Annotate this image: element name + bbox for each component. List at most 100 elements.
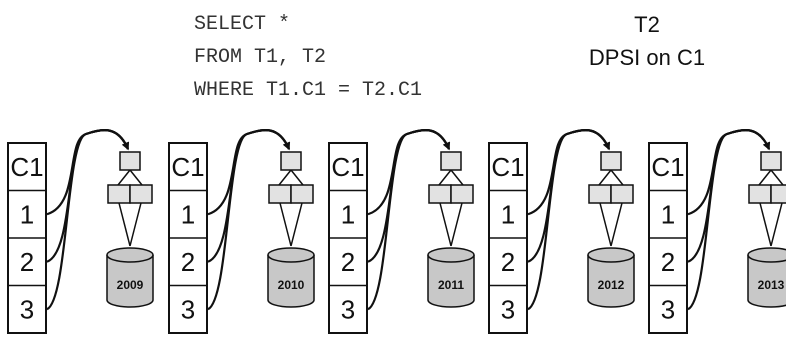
t1-row-value: 3 <box>20 294 34 324</box>
t1-table: C1 1 2 3 <box>328 142 368 334</box>
cylinder-top <box>587 247 635 263</box>
leaf-to-data-edge <box>770 202 783 247</box>
t1-table: C1 1 2 3 <box>168 142 208 334</box>
root-node <box>280 151 302 171</box>
t1-row-value: 2 <box>501 247 515 277</box>
leaf-to-data-edge <box>279 202 292 247</box>
t1-header-c1: C1 <box>10 152 43 182</box>
root-node <box>440 151 462 171</box>
t1-row-value: 1 <box>20 199 34 229</box>
cylinder-body <box>427 255 475 308</box>
partition-unit-2009: C1 1 2 3 2009 <box>7 128 154 334</box>
index-table-name: T2 <box>634 12 660 37</box>
t1-row-value: 2 <box>181 247 195 277</box>
leaf-node-left <box>588 184 612 204</box>
database-cylinder-icon: 2009 <box>106 247 154 308</box>
tree-edge <box>610 169 624 186</box>
cylinder-body <box>106 255 154 308</box>
t1-header-c1: C1 <box>171 152 204 182</box>
t1-header-c1: C1 <box>651 152 684 182</box>
b-tree-index-icon <box>588 151 634 247</box>
root-node <box>119 151 141 171</box>
partition-year-label: 2012 <box>598 278 625 292</box>
root-node <box>600 151 622 171</box>
partition-unit-2012: C1 1 2 3 2012 <box>488 128 635 334</box>
tree-edge <box>438 169 452 186</box>
probe-arrow <box>687 128 771 311</box>
partition-year-label: 2011 <box>438 278 464 292</box>
root-node <box>760 151 782 171</box>
leaf-to-data-edge <box>118 202 131 247</box>
b-tree-index-icon <box>268 151 314 247</box>
partition-unit-2010: C1 1 2 3 2010 <box>168 128 315 334</box>
t1-table: C1 1 2 3 <box>648 142 688 334</box>
t1-header-c1: C1 <box>331 152 364 182</box>
partition-year-label: 2013 <box>758 278 785 292</box>
partition-year-label: 2010 <box>278 278 305 292</box>
leaf-node-right <box>450 184 474 204</box>
database-cylinder-icon: 2012 <box>587 247 635 308</box>
probe-arrow <box>46 128 130 311</box>
cylinder-body <box>587 255 635 308</box>
probe-arrows <box>207 128 291 311</box>
leaf-to-data-edge <box>599 202 612 247</box>
t1-header-c1: C1 <box>491 152 524 182</box>
tree-edge <box>758 169 772 186</box>
tree-edge <box>278 169 292 186</box>
tree-edge <box>129 169 143 186</box>
sql-line-where: WHERE T1.C1 = T2.C1 <box>194 79 423 102</box>
leaf-node-left <box>748 184 772 204</box>
t1-row-value: 1 <box>501 199 515 229</box>
database-cylinder-icon: 2011 <box>427 247 475 308</box>
index-description: DPSI on C1 <box>588 45 706 70</box>
t1-table: C1 1 2 3 <box>488 142 528 334</box>
cylinder-top <box>267 247 315 263</box>
t1-row-value: 2 <box>661 247 675 277</box>
database-cylinder-icon: 2013 <box>747 247 786 308</box>
leaf-to-data-edge <box>439 202 452 247</box>
leaf-node-right <box>610 184 634 204</box>
b-tree-index-icon <box>428 151 474 247</box>
t1-row-value: 3 <box>341 294 355 324</box>
tree-edge <box>117 169 131 186</box>
leaf-node-right <box>129 184 153 204</box>
tree-edge <box>770 169 784 186</box>
sql-query: SELECT * FROM T1, T2 WHERE T1.C1 = T2.C1 <box>194 8 422 107</box>
leaf-to-data-edge <box>450 202 463 247</box>
t1-row-value: 3 <box>181 294 195 324</box>
leaf-to-data-edge <box>610 202 623 247</box>
t1-row-value: 1 <box>661 199 675 229</box>
t1-row-value: 2 <box>341 247 355 277</box>
tree-edge <box>450 169 464 186</box>
probe-arrow <box>207 128 291 311</box>
cylinder-body <box>747 255 786 308</box>
index-caption: T2 DPSI on C1 <box>552 8 742 74</box>
tree-edge <box>290 169 304 186</box>
leaf-node-left <box>107 184 131 204</box>
t1-row-value: 3 <box>501 294 515 324</box>
leaf-to-data-edge <box>129 202 142 247</box>
leaf-node-right <box>770 184 786 204</box>
database-cylinder-icon: 2010 <box>267 247 315 308</box>
partition-unit-2013: C1 1 2 3 2013 <box>648 128 786 334</box>
probe-arrows <box>367 128 451 311</box>
cylinder-body <box>267 255 315 308</box>
b-tree-index-icon <box>107 151 153 247</box>
leaf-node-right <box>290 184 314 204</box>
t1-row-value: 1 <box>181 199 195 229</box>
t1-table: C1 1 2 3 <box>7 142 47 334</box>
probe-arrows <box>687 128 771 311</box>
probe-arrows <box>527 128 611 311</box>
t1-row-value: 1 <box>341 199 355 229</box>
t1-row-value: 3 <box>661 294 675 324</box>
cylinder-top <box>427 247 475 263</box>
probe-arrow <box>527 128 611 311</box>
leaf-node-left <box>428 184 452 204</box>
sql-line-from: FROM T1, T2 <box>194 46 327 69</box>
partition-year-label: 2009 <box>117 278 144 292</box>
probe-arrows <box>46 128 130 311</box>
b-tree-index-icon <box>748 151 786 247</box>
leaf-to-data-edge <box>759 202 772 247</box>
t1-row-value: 2 <box>20 247 34 277</box>
